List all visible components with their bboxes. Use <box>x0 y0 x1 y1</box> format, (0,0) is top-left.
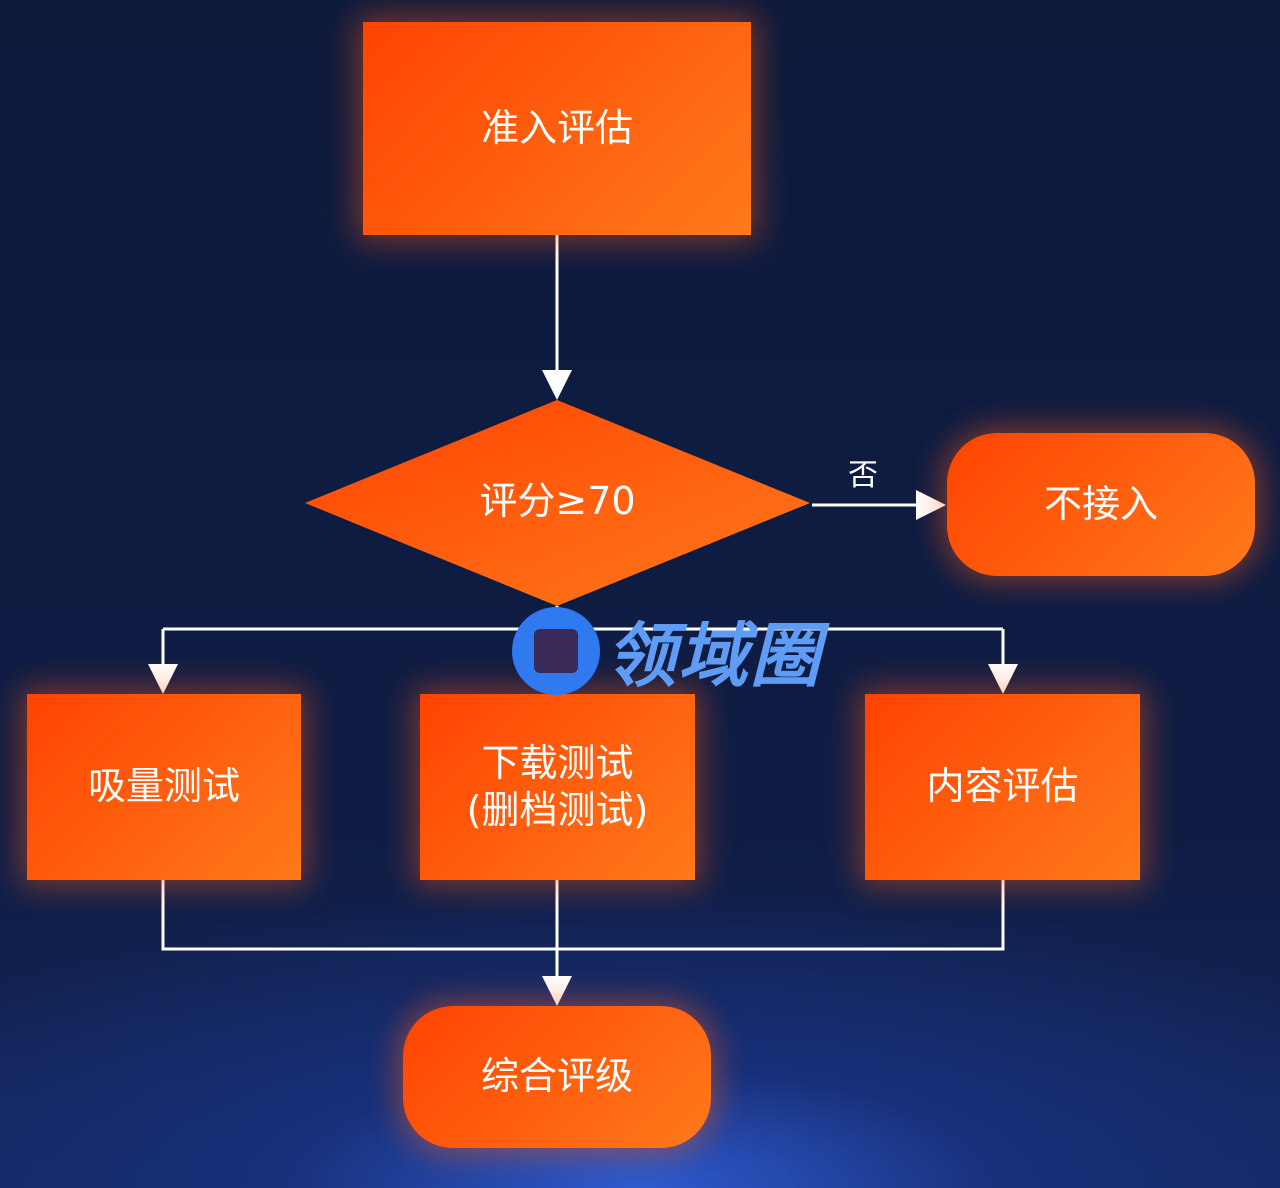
watermark-logo-icon <box>512 606 600 695</box>
node-sublabel: (删档测试) <box>466 788 649 832</box>
node-label: 综合评级 <box>480 1054 633 1099</box>
decision-label: 评分≥70 <box>479 479 636 523</box>
watermark-text: 领域圈 <box>606 615 822 697</box>
node-reject: 不接入 <box>947 433 1255 576</box>
watermark: 领域圈 <box>512 600 822 701</box>
node-label: 吸量测试 <box>87 764 240 809</box>
edge-label-no: 否 <box>848 458 878 493</box>
node-download-test: 下载测试(删档测试) <box>420 694 695 880</box>
node-volume-test: 吸量测试 <box>27 694 301 880</box>
node-label: 内容评估 <box>926 764 1079 809</box>
node-content-assessment: 内容评估 <box>865 694 1140 880</box>
node-label: 不接入 <box>1043 481 1158 526</box>
node-label: 准入评估 <box>480 105 633 150</box>
edge-merge <box>161 880 1005 951</box>
decision-diamond <box>305 400 810 606</box>
node-label: 下载测试 <box>481 740 634 785</box>
node-entry-assessment: 准入评估 <box>363 22 751 235</box>
node-final-rating: 综合评级 <box>403 1006 711 1148</box>
